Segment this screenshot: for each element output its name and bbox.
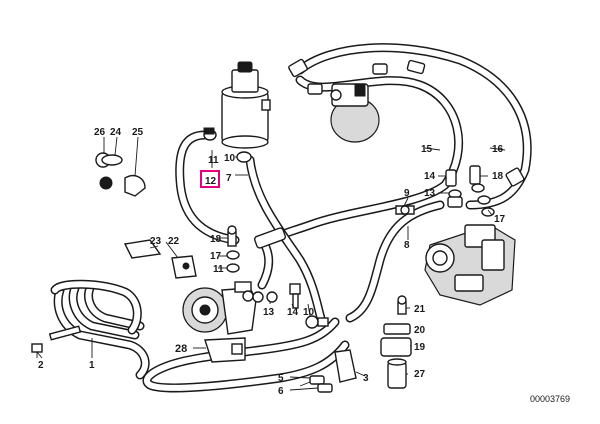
- oil-cooler-coil: [50, 279, 150, 380]
- upper-fittings: [288, 58, 525, 187]
- callout-18-left: 18: [210, 234, 222, 245]
- callout-26: 26: [94, 127, 106, 138]
- pressure-accumulator: [330, 83, 380, 143]
- callout-13-pump: 13: [263, 307, 275, 318]
- banjo-bolt-18-left: [226, 225, 287, 273]
- callout-6: 6: [278, 386, 284, 397]
- callout-23: 23: [150, 236, 162, 247]
- callout-19: 19: [414, 342, 426, 353]
- callout-20: 20: [414, 325, 426, 336]
- callout-27: 27: [414, 369, 426, 380]
- callout-10-top: 10: [224, 153, 236, 164]
- callout-10-pump: 10: [303, 307, 315, 318]
- callout-28: 28: [175, 343, 187, 355]
- callout-2: 2: [38, 360, 44, 371]
- hose-7-line: [245, 155, 327, 327]
- hose-16-return-line: [295, 43, 532, 210]
- callout-11-top: 11: [208, 155, 219, 166]
- callout-1: 1: [89, 360, 95, 371]
- callout-5: 5: [278, 373, 284, 384]
- callout-24: 24: [110, 127, 122, 138]
- callout-16: 16: [492, 144, 504, 155]
- callout-21: 21: [414, 304, 426, 315]
- hose-11-suction-line: [175, 130, 240, 245]
- leader-lines: [36, 136, 506, 391]
- callout-14-pump: 14: [287, 307, 299, 318]
- callout-7: 7: [226, 173, 232, 184]
- callout-13-right: 13: [424, 188, 436, 199]
- right-side-fittings: [445, 165, 495, 217]
- callout-22: 22: [168, 236, 180, 247]
- power-steering-pump: [182, 281, 278, 335]
- hose-clamp-10-top: [203, 127, 252, 163]
- callout-12-highlighted[interactable]: 12: [205, 176, 217, 187]
- clamp-9: [395, 205, 415, 215]
- diagram-reference-number: 00003769: [530, 394, 570, 404]
- parts-19-21-27: [380, 295, 412, 389]
- callout-17-left: 17: [210, 251, 222, 262]
- callout-14-right: 14: [424, 171, 436, 182]
- bracket-28: [204, 337, 246, 363]
- part-3-mount: [334, 349, 357, 383]
- callout-labels: 26 24 25 23 22 18 17 11 11 10 12 7 15 16…: [38, 127, 570, 404]
- fluid-reservoir: [221, 61, 271, 149]
- callout-11-left: 11: [213, 264, 224, 275]
- steering-gear-box: [424, 224, 516, 306]
- parts-5-6: [299, 375, 333, 393]
- clip-2: [31, 325, 82, 358]
- hose-8-line: [345, 200, 445, 323]
- part-12-highlight-box: [200, 170, 220, 188]
- clamps-24-25-26: [95, 152, 146, 197]
- bolts-14-10-pump: [289, 283, 329, 329]
- callout-8: 8: [404, 240, 410, 251]
- callout-9: 9: [404, 188, 410, 199]
- callout-17-right: 17: [494, 214, 506, 225]
- callout-15: 15: [421, 144, 433, 155]
- callout-25: 25: [132, 127, 144, 138]
- hose-lower-loop: [142, 317, 350, 393]
- callout-18-right: 18: [492, 171, 504, 182]
- brackets-22-23: [123, 239, 197, 279]
- callout-3: 3: [363, 373, 369, 384]
